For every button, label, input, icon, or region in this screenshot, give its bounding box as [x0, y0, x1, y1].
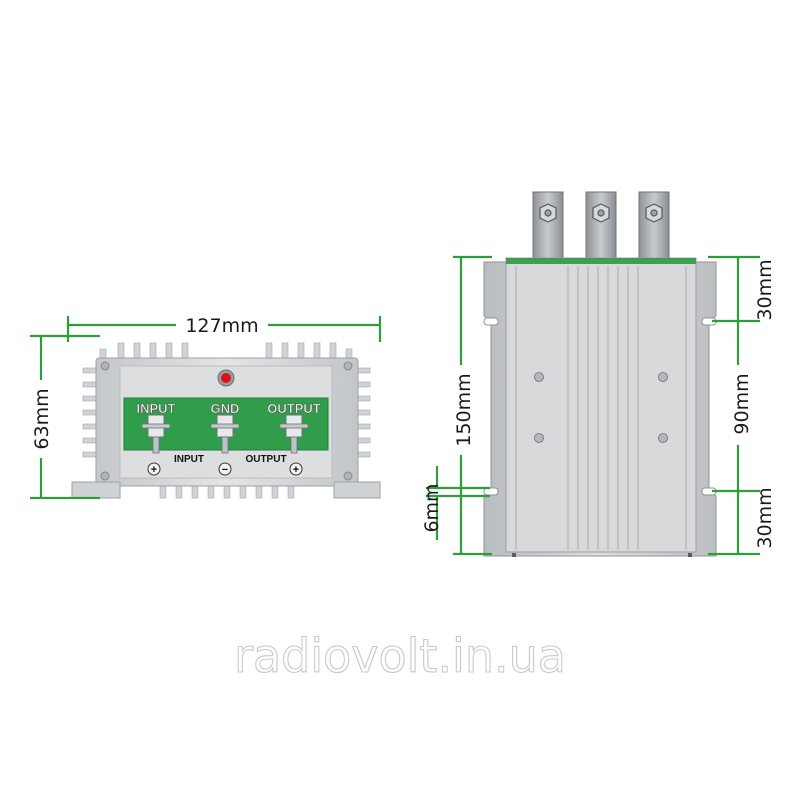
polarity-plus-input: + — [147, 462, 161, 476]
top-view: 150mm 6mm 30mm 90mm 30mm — [421, 191, 776, 557]
hole-spacing-label: 90mm — [731, 373, 753, 434]
terminal-stud-input — [141, 414, 171, 454]
heatsink-fin-lines — [515, 266, 687, 550]
plate-screws — [534, 372, 668, 443]
input-label: INPUT — [174, 454, 204, 465]
terminal-nuts — [539, 203, 663, 223]
svg-text:−: − — [222, 464, 228, 476]
watermark: radiovolt.in.ua — [234, 629, 566, 683]
height-dimension-label: 63mm — [31, 388, 53, 449]
length-dimension — [453, 255, 492, 556]
svg-text:+: + — [293, 464, 299, 476]
hole-spacing-dimension — [708, 255, 760, 556]
top-fins — [99, 342, 353, 362]
side-fins-right — [355, 367, 371, 458]
bottom-fins — [159, 484, 295, 499]
mounting-flange-left — [71, 481, 121, 499]
output-label: OUTPUT — [245, 454, 286, 465]
top-edge-strip — [506, 258, 696, 264]
panel-label-output: OUTPUT — [267, 401, 321, 416]
corner-screws — [100, 361, 353, 481]
side-fins-left — [82, 367, 98, 458]
slot-dimension-label: 6mm — [421, 483, 443, 532]
front-view: INPUT GND OUTPUT INPUT OUTPUT + — [30, 315, 382, 500]
terminal-stud-gnd — [210, 414, 240, 454]
bottom-feet — [512, 553, 692, 557]
panel-label-input: INPUT — [137, 401, 176, 416]
slot-dimension — [426, 466, 490, 540]
width-dimension — [66, 316, 382, 342]
mounting-flange-right — [333, 481, 381, 499]
hole-offset-bottom-label: 30mm — [754, 487, 776, 548]
output-terminal-bars — [532, 191, 670, 267]
svg-text:+: + — [151, 464, 157, 476]
hole-offset-top-label: 30mm — [754, 259, 776, 320]
polarity-plus-output: + — [289, 462, 303, 476]
mounting-slots — [483, 317, 717, 496]
height-dimension — [30, 334, 100, 500]
terminal-stud-output — [279, 414, 309, 454]
polarity-minus-gnd: − — [218, 462, 232, 476]
top-heatsink-body — [505, 257, 697, 553]
indicator-led — [221, 373, 231, 383]
panel-label-gnd: GND — [211, 401, 240, 416]
length-dimension-label: 150mm — [453, 373, 475, 446]
width-dimension-label: 127mm — [185, 315, 258, 337]
